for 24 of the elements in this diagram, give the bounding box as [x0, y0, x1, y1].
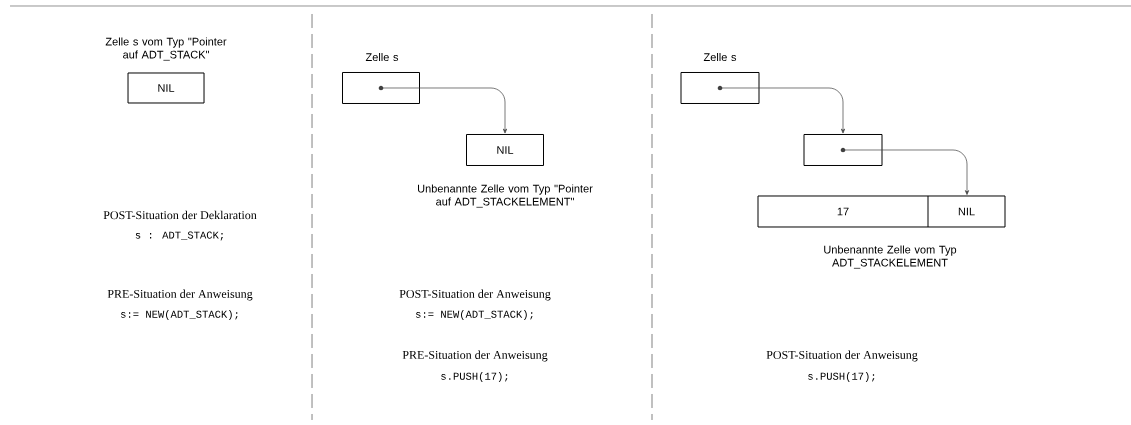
pointer-arrow [419, 87, 508, 134]
situation-caption: POST-Situation der Anweisung [399, 289, 551, 301]
node-label: NIL [958, 207, 975, 216]
code-statement: s.PUSH(17); [808, 372, 875, 382]
cell-caption: Unbenannte Zelle vom Typ ADT_STACKELEMENT [824, 245, 957, 269]
cell-caption: Unbenannte Zelle vom Typ "Pointer auf ADT_STACKELEMENT" [418, 184, 593, 208]
node-label: 17 [837, 207, 849, 216]
cell-heading: Zelle s vom Typ "Pointer auf ADT_STACK" [105, 37, 227, 61]
memory-cell: NIL [466, 134, 544, 166]
cell-heading: Zelle s [365, 52, 399, 62]
code-statement: s.PUSH(17); [441, 372, 508, 382]
situation-caption: PRE-Situation der Anweisung [107, 289, 253, 301]
code-statement: s:= NEW(ADT_STACK); [121, 310, 238, 320]
situation-caption: PRE-Situation der Anweisung [402, 350, 548, 362]
stack-element-cell: 17 NIL [757, 195, 1006, 228]
situation-caption: POST-Situation der Deklaration [103, 210, 257, 220]
cell-heading: Zelle s [703, 52, 737, 62]
pointer-arrow [759, 87, 846, 134]
pointer-arrow [882, 149, 970, 195]
code-statement: s:= NEW(ADT_STACK); [416, 310, 533, 320]
code-statement: s : ADT_STACK; [135, 231, 223, 241]
situation-caption: POST-Situation der Anweisung [766, 350, 918, 362]
memory-cell: NIL [127, 72, 205, 104]
pointer-cell [803, 134, 883, 166]
